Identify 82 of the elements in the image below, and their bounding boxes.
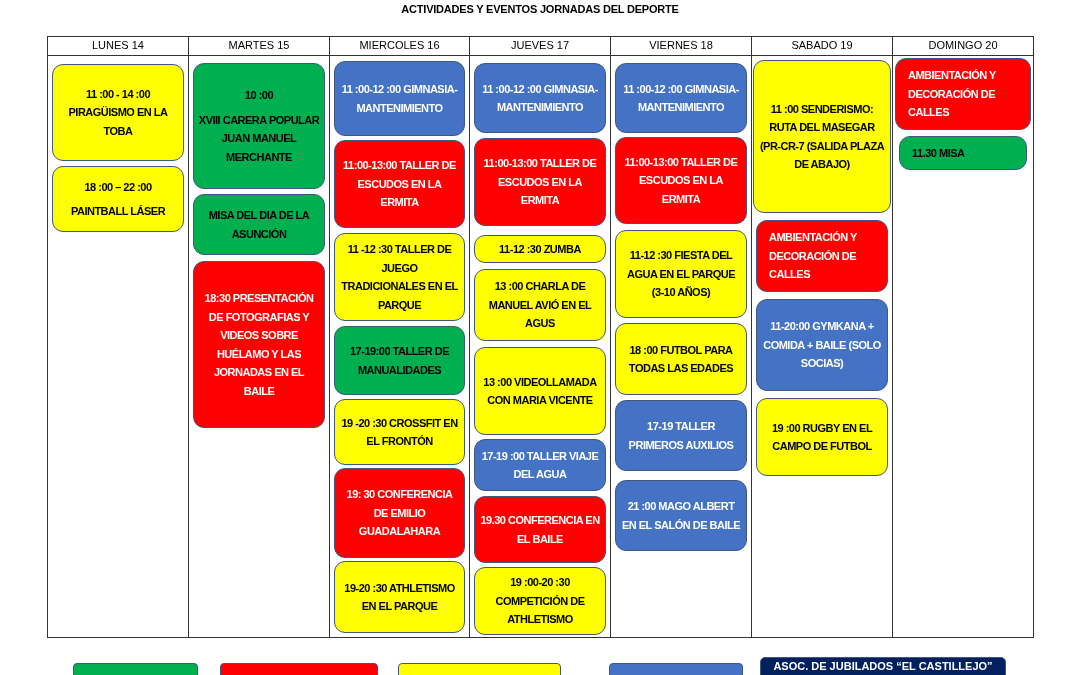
event-text: 17-19:00 TALLER DE MANUALIDADES [349,344,451,378]
event-text: AMBIENTACIÓN Y DECORACIÓN DE CALLES [908,68,997,121]
event-box [334,326,465,395]
event-box [474,496,606,563]
event-box [615,323,747,395]
title: ACTIVIDADES Y EVENTOS JORNADAS DEL DEPORTE [400,3,680,15]
event-box [334,399,465,465]
event-box [474,269,606,341]
event-box [899,136,1027,170]
event-box [193,261,325,428]
day-header: LUNES 14 [48,37,188,56]
event-text: 21 :00 MAGO ALBERT EN EL SALÓN DE BAILE [620,499,742,533]
day-column [188,36,330,638]
event-box [474,138,606,226]
day-header: JUEVES 17 [470,37,610,56]
event-box [756,398,888,476]
event-text: 19 -20 :30 CROSSFIT EN EL FRONTÓN [340,415,459,449]
day-header: SABADO 19 [752,37,892,56]
event-text: 11:00-13:00 TALLER DE ESCUDOS EN LA ERMITA [342,158,457,211]
event-text: XVIII CARERA POPULAR JUAN MANUEL MERCHANTE [198,112,320,165]
day-header: VIERNES 18 [611,37,751,56]
day-column [469,36,611,638]
event-text: 18:30 PRESENTACIÓN DE FOTOGRAFIAS Y VIDEOS SOBRE HUÉLAMO Y LAS JORNADAS EN EL BAILE [203,291,315,399]
event-box [334,468,465,558]
event-box [615,400,747,471]
event-text: 11 :00-12 :00 GIMNASIA-MANTENIMIENTO [481,81,599,115]
event-text: 11 :00 - 14 :00 PIRAGÜISMO EN LA TOBA [67,86,169,139]
event-box [193,194,325,255]
event-text: AMBIENTACIÓN Y DECORACIÓN DE CALLES [769,230,858,283]
event-box [334,140,465,228]
event-text: 17-19 TALLER PRIMEROS AUXILIOS [627,419,735,453]
event-text: 11 :00-12 :00 GIMNASIA-MANTENIMIENTO [622,81,740,115]
event-box [334,561,465,633]
day-column [892,36,1034,638]
event-text: 13 :00 CHARLA DE MANUEL AVIÓ EN EL AGUS [487,279,593,332]
day-column [47,36,189,638]
event-box [615,230,747,318]
event-box [615,480,747,551]
event-text: 19.30 CONFERENCIA EN EL BAILE [479,513,601,547]
event-box [615,63,747,133]
event-text: MISA DEL DIA DE LA ASUNCIÓN [207,208,311,242]
event-box [474,567,606,635]
event-text: 13 :00 VIDEOLLAMADA CON MARIA VICENTE [482,374,598,408]
event-box [193,63,325,189]
event-text: 11-12 :30 FIESTA DEL AGUA EN EL PARQUE (3-10 AÑOS) [626,248,737,301]
event-text: 11-20:00 GYMKANA + COMIDA + BAILE (SOLO SOCIAS) [762,319,882,372]
legend-item: ASOC. DE JUBILADOS “EL CASTILLEJO” [760,657,1006,675]
event-box [615,137,747,224]
event-text: 17-19 :00 TALLER VIAJE DEL AGUA [480,448,600,482]
event-text: PAINTBALL LÁSER [70,204,166,219]
event-box [895,58,1031,130]
event-text: 11 :00-12 :00 GIMNASIA-MANTENIMIENTO [340,82,459,116]
event-box [756,220,888,292]
event-box [474,439,606,491]
event-box [52,64,184,161]
event-text: 11:00-13:00 TALLER DE ESCUDOS EN LA ERMITA [482,156,598,209]
day-column [751,36,893,638]
day-column [610,36,752,638]
day-header: DOMINGO 20 [893,37,1033,56]
event-box [474,235,606,263]
event-text: 19-20 :30 ATHLETISMO EN EL PARQUE [343,580,456,614]
event-text: 11-12 :30 ZUMBA [499,241,581,257]
event-text: 19 :00-20 :30 COMPETICIÓN DE ATHLETISMO [494,575,586,628]
event-box [474,347,606,435]
event-text: 19 :00 RUGBY EN EL CAMPO DE FUTBOL [770,420,874,454]
event-box [756,299,888,391]
event-text: 11 -12 :30 TALLER DE JUEGO TRADICIONALES EN EL PARQUE [340,242,459,313]
event-text: 18 :00 – 22 :00 [84,179,152,195]
event-box [753,60,891,213]
event-text: 18 :00 FUTBOL PARA TODAS LAS EDADES [627,342,735,376]
day-header: MIERCOLES 16 [330,37,469,56]
event-text: 11:00-13:00 TALLER DE ESCUDOS EN LA ERMITA [623,154,739,207]
event-text: 10 :00 [244,88,274,103]
event-text: 11.30 MISA [912,145,965,161]
day-column [329,36,470,638]
event-box [52,166,184,232]
event-text: 11 :00 SENDERISMO: RUTA DEL MASEGAR (PR-CR-7 (SALIDA PLAZA DE ABAJO) [758,101,886,172]
event-box [334,233,465,321]
event-box [474,63,606,133]
event-box [334,61,465,136]
event-text: 19: 30 CONFERENCIA DE EMILIO GUADALAHARA [345,487,454,540]
day-header: MARTES 15 [189,37,329,56]
